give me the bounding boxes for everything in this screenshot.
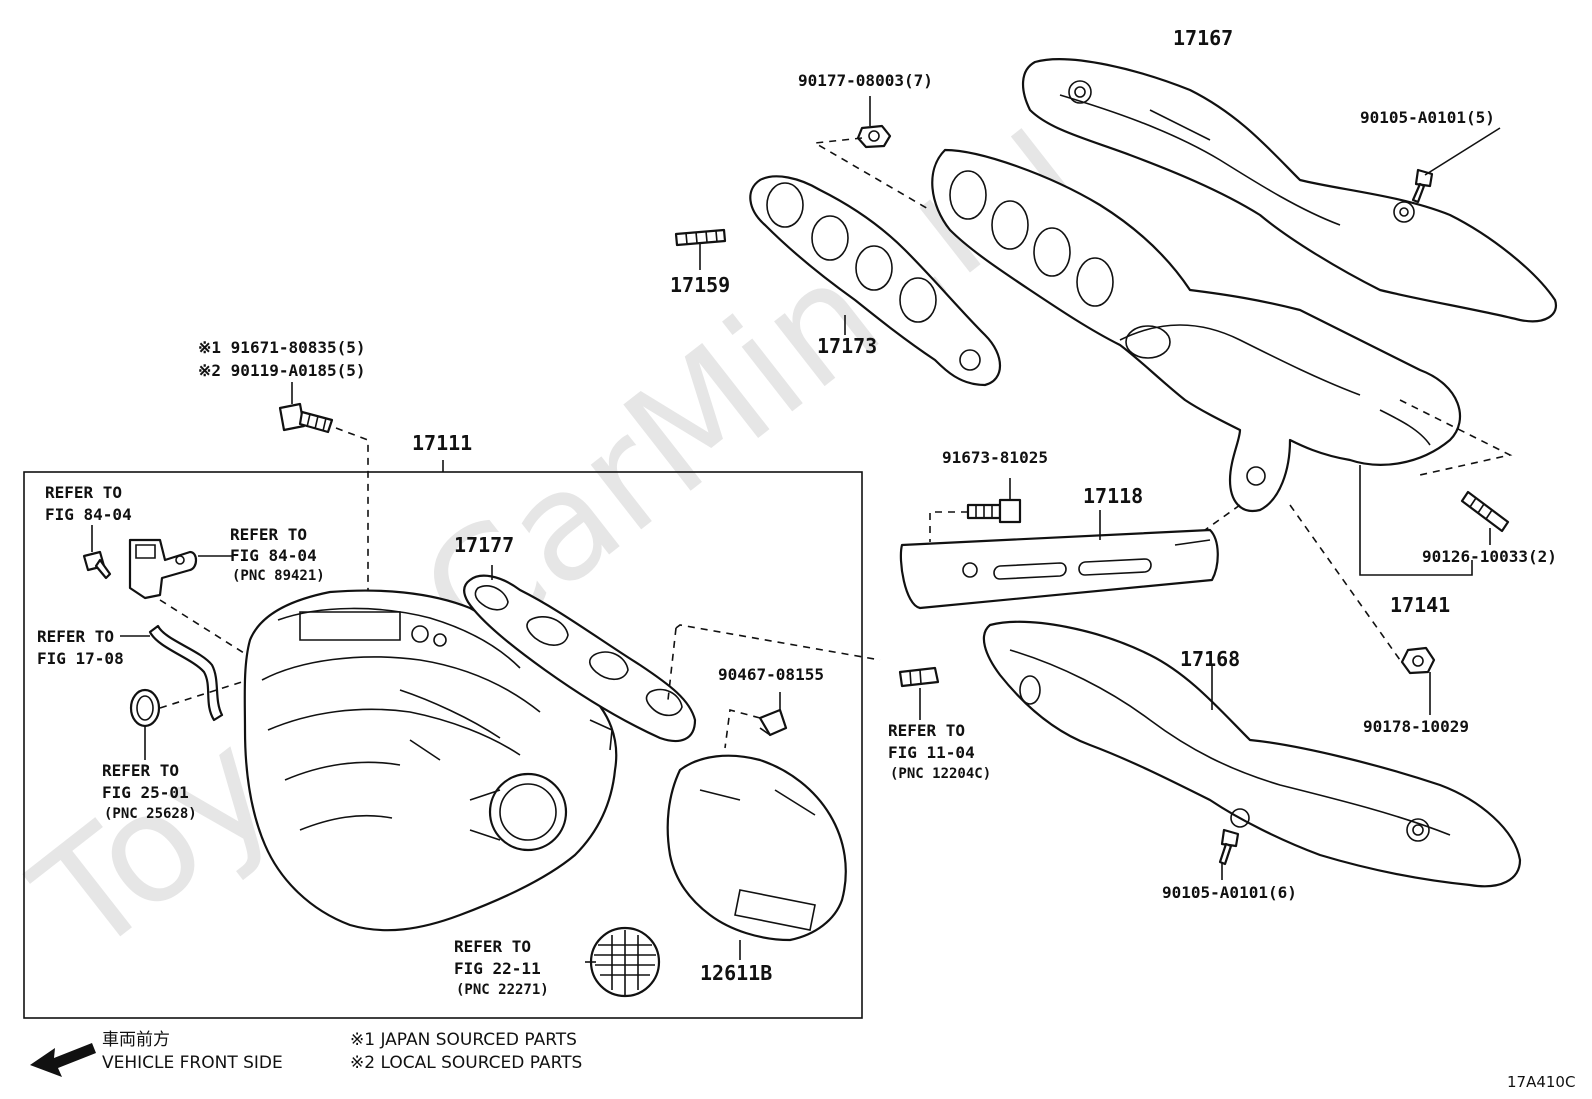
o-ring-gasket[interactable] (129, 688, 161, 728)
label-17118: 17118 (1083, 484, 1143, 508)
ref4-line1: REFER TO (102, 761, 179, 780)
label-17167: 17167 (1173, 26, 1233, 50)
label-17159: 17159 (670, 273, 730, 297)
intake-mesh-filter[interactable] (589, 926, 661, 998)
note-japan-sourced: ※1 JAPAN SOURCED PARTS (350, 1030, 577, 1050)
ref3-line1: REFER TO (37, 627, 114, 646)
label-17111: 17111 (412, 431, 472, 455)
bolt-90105-upper[interactable] (1411, 168, 1434, 204)
label-91673: 91673-81025 (942, 448, 1048, 467)
ref5-line1: REFER TO (888, 721, 965, 740)
engine-cover-12611b[interactable] (666, 754, 847, 942)
ref2-line2: FIG 84-04 (230, 546, 317, 565)
label-90119: ※2 90119-A0185(5) (198, 361, 366, 380)
note-local-sourced: ※2 LOCAL SOURCED PARTS (350, 1053, 582, 1073)
bolt-91671-90119[interactable] (278, 402, 334, 434)
manifold-gasket-17173[interactable] (749, 175, 1001, 387)
nut-90178[interactable] (1400, 646, 1436, 675)
label-90126: 90126-10033(2) (1422, 547, 1557, 566)
ref1-line1: REFER TO (45, 483, 122, 502)
ref6-pnc: (PNC 22271) (456, 982, 549, 998)
vehicle-front-arrow-icon (30, 1043, 96, 1077)
pcv-plug[interactable] (898, 666, 940, 688)
ref5-line2: FIG 11-04 (888, 743, 975, 762)
label-17177: 17177 (454, 533, 514, 557)
intake-manifold-17111[interactable] (243, 589, 618, 932)
direction-label-jp: 車両前方 (102, 1030, 170, 1050)
label-90105-upper: 90105-A0101(5) (1360, 108, 1495, 127)
bolt-90105-lower[interactable] (1218, 828, 1240, 866)
intake-pressure-sensor[interactable] (128, 538, 198, 600)
label-90177: 90177-08003(7) (798, 71, 933, 90)
nut-90177[interactable] (856, 124, 892, 149)
ref3-line2: FIG 17-08 (37, 649, 124, 668)
sensor-bolt[interactable] (82, 550, 112, 580)
intake-gasket-17177[interactable] (463, 574, 697, 743)
direction-label-en: VEHICLE FRONT SIDE (102, 1053, 283, 1073)
upper-heat-insulator-17167[interactable] (1022, 58, 1558, 323)
ref4-pnc: (PNC 25628) (104, 806, 197, 822)
ref2-line1: REFER TO (230, 525, 307, 544)
ref2-pnc: (PNC 89421) (232, 568, 325, 584)
stud-17159[interactable] (674, 228, 727, 247)
bolt-91673[interactable] (966, 498, 1022, 524)
label-91671: ※1 91671-80835(5) (198, 338, 366, 357)
manifold-stay-17118[interactable] (899, 528, 1219, 610)
ref4-line2: FIG 25-01 (102, 783, 189, 802)
ref6-line2: FIG 22-11 (454, 959, 541, 978)
label-12611b: 12611B (700, 961, 772, 985)
label-90178: 90178-10029 (1363, 717, 1469, 736)
ref1-line2: FIG 84-04 (45, 505, 132, 524)
label-17168: 17168 (1180, 647, 1240, 671)
exhaust-manifold-17141[interactable] (931, 148, 1462, 513)
clip-90467[interactable] (758, 708, 788, 737)
diagram-code: 17A410C (1507, 1073, 1575, 1091)
label-90467: 90467-08155 (718, 665, 824, 684)
label-90105-lower: 90105-A0101(6) (1162, 883, 1297, 902)
vacuum-hose[interactable] (148, 624, 224, 722)
ref6-line1: REFER TO (454, 937, 531, 956)
label-17141: 17141 (1390, 593, 1450, 617)
ref5-pnc: (PNC 12204C) (890, 766, 991, 782)
stud-90126[interactable] (1460, 490, 1510, 533)
lower-heat-insulator-17168[interactable] (982, 620, 1522, 888)
label-17173: 17173 (817, 334, 877, 358)
